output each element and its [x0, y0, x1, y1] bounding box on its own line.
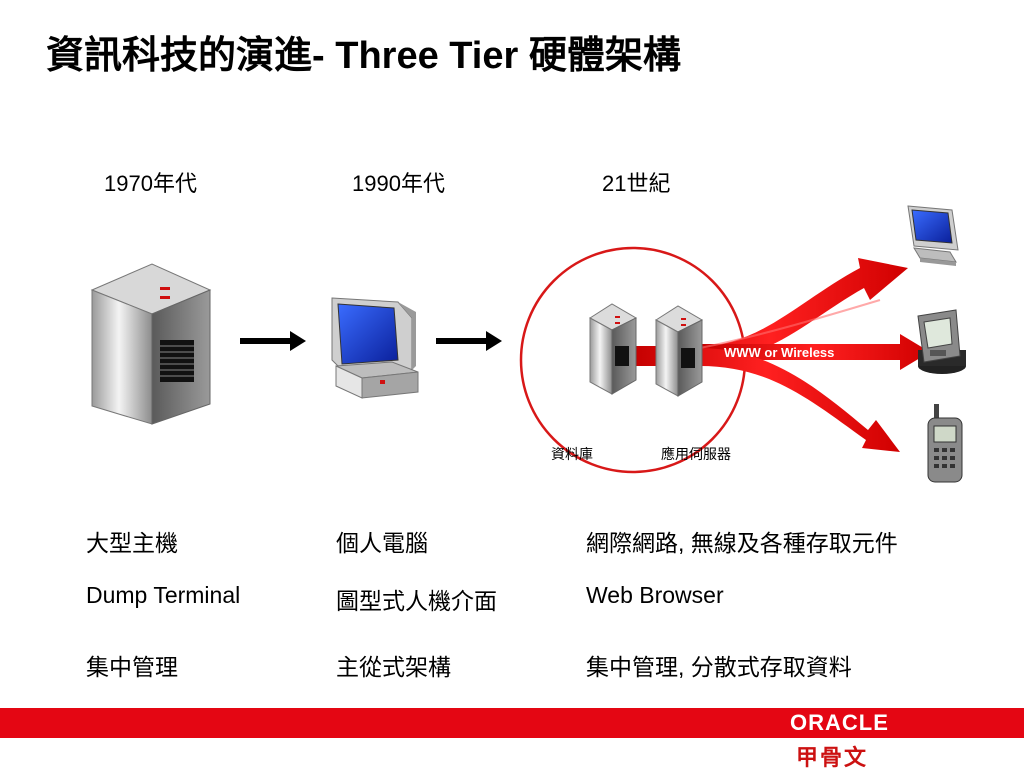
table-cell: 主從式架構: [336, 654, 451, 680]
arrow-right-icon: [436, 331, 502, 351]
title-chinese: 資訊科技的演進: [46, 32, 313, 77]
table-cell: Dump Terminal: [86, 582, 241, 608]
arrow-right-icon: [240, 331, 306, 351]
page-title: 資訊科技的演進- Three Tier 硬體架構: [46, 24, 681, 79]
era-label-1990: 1990年代: [352, 171, 445, 196]
table-cell: 大型主機: [86, 530, 178, 556]
server-icon: [655, 305, 704, 397]
monitor-icon: [907, 205, 959, 266]
table-cell: Web Browser: [586, 582, 724, 608]
app-server-label: 應用伺服器: [661, 447, 731, 463]
database-label: 資料庫: [551, 447, 593, 463]
table-cell: 集中管理, 分散式存取資料: [586, 654, 852, 680]
mobile-phone-icon: [927, 404, 963, 483]
table-cell: 個人電腦: [336, 530, 428, 556]
pda-icon: [917, 309, 966, 374]
architecture-diagram: [90, 205, 966, 483]
mainframe-icon: [90, 263, 212, 425]
era-label-21c: 21世紀: [602, 171, 671, 196]
era-label-1970: 1970年代: [104, 171, 197, 196]
table-cell: 網際網路, 無線及各種存取元件: [586, 530, 898, 556]
oracle-logo: ORACLE: [790, 710, 889, 735]
table-cell: 集中管理: [86, 654, 178, 680]
network-banner-label: WWW or Wireless: [724, 345, 835, 360]
title-english: - Three Tier: [312, 35, 529, 77]
server-icon: [589, 303, 638, 395]
desktop-pc-icon: [331, 297, 419, 399]
oracle-chinese-logo: 甲骨文: [796, 745, 869, 771]
footer-bar: [0, 708, 1024, 738]
title-chinese-suffix: 硬體架構: [528, 32, 681, 77]
table-cell: 圖型式人機介面: [336, 588, 497, 614]
